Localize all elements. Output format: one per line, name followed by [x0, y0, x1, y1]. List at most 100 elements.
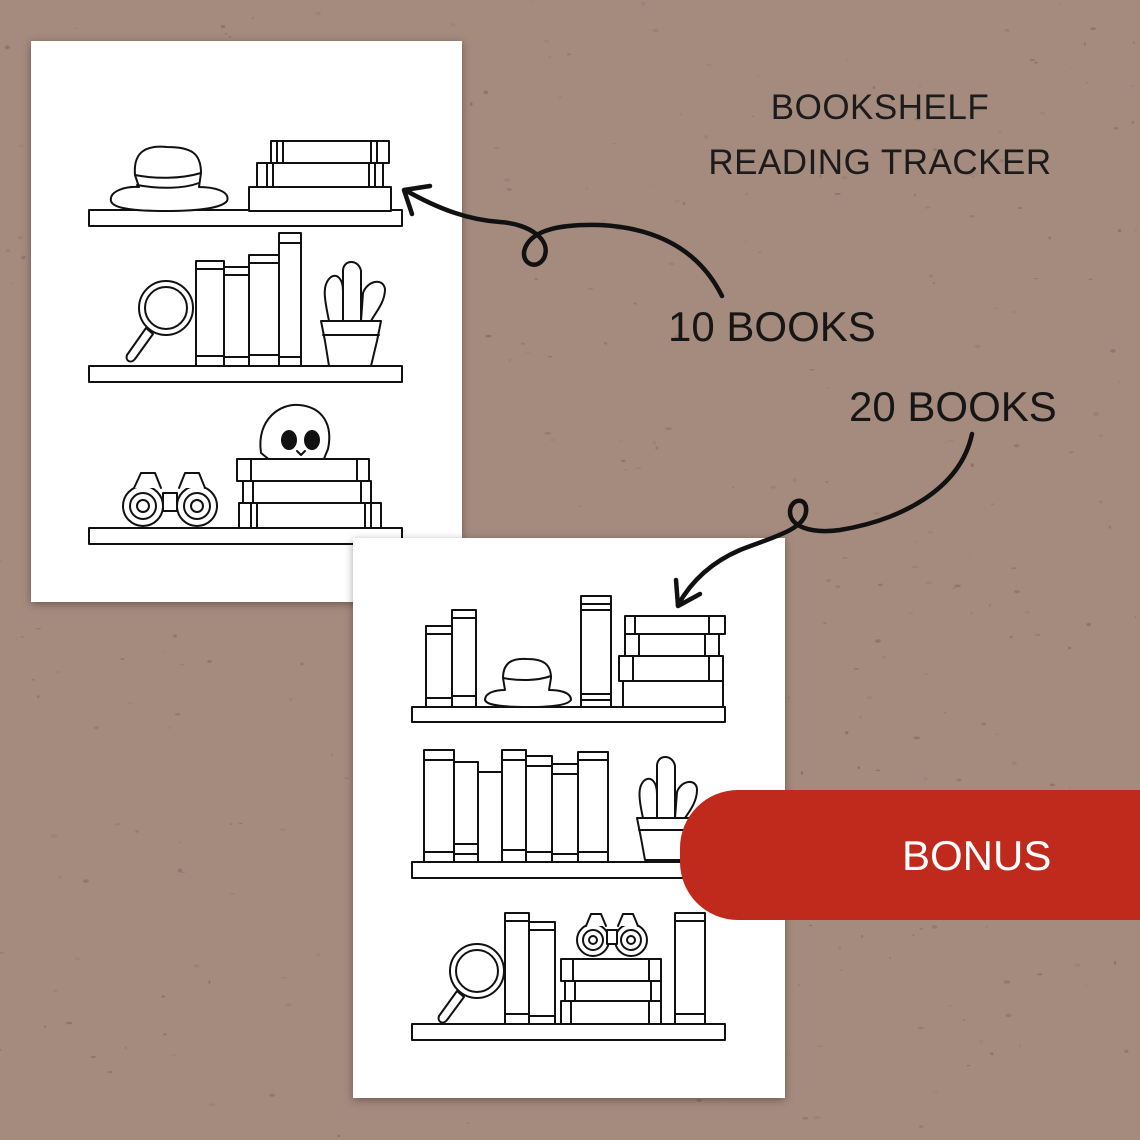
speckle: [171, 1054, 176, 1056]
speckle: [985, 162, 991, 165]
speckle: [1086, 622, 1092, 627]
speckle: [929, 508, 932, 510]
speckle: [956, 778, 962, 782]
book-row-icon: [195, 232, 302, 367]
speckle: [706, 64, 711, 66]
speckle: [285, 1003, 292, 1007]
cactus-icon: [320, 261, 386, 367]
speckle: [674, 334, 681, 339]
binoculars-icon: [576, 913, 648, 957]
speckle: [882, 655, 886, 659]
speckle: [859, 715, 863, 719]
speckle: [94, 726, 99, 730]
speckle: [1085, 985, 1088, 987]
speckle: [914, 540, 917, 544]
speckle: [866, 696, 873, 700]
speckle: [179, 663, 185, 666]
speckle: [229, 823, 233, 825]
speckle: [1068, 646, 1072, 650]
speckle: [224, 32, 228, 36]
speckle: [32, 678, 35, 681]
speckle: [792, 478, 797, 482]
speckle: [164, 651, 167, 654]
speckle: [947, 439, 955, 442]
speckle: [1113, 961, 1117, 965]
skull-icon: [259, 403, 331, 462]
speckle: [344, 777, 350, 779]
speckle: [1074, 963, 1081, 967]
hat-icon: [484, 657, 572, 708]
speckle: [1039, 111, 1046, 115]
speckle: [785, 515, 793, 518]
speckle: [926, 581, 933, 585]
tracker-page-10-books: [31, 41, 462, 602]
shelf: [411, 1023, 726, 1041]
speckle: [1029, 59, 1035, 62]
speckle: [922, 673, 929, 676]
speckle: [124, 1046, 127, 1050]
speckle: [504, 178, 511, 182]
speckle: [1034, 61, 1038, 64]
speckle: [1131, 84, 1135, 87]
speckle: [817, 1045, 823, 1047]
speckle: [1134, 615, 1137, 619]
speckle: [161, 995, 165, 998]
speckle: [841, 175, 848, 180]
speckle: [120, 658, 125, 660]
speckle: [933, 148, 937, 152]
speckle: [603, 341, 608, 345]
speckle: [990, 1052, 994, 1056]
speckle: [808, 924, 813, 927]
speckle: [66, 1021, 73, 1025]
speckle: [758, 251, 762, 254]
speckle: [239, 822, 243, 825]
speckle: [990, 503, 995, 506]
speckle: [1037, 973, 1043, 976]
speckle: [819, 174, 822, 178]
speckle: [173, 634, 178, 638]
speckle: [954, 584, 961, 588]
speckle: [204, 739, 206, 741]
speckle: [544, 432, 552, 435]
speckle: [548, 56, 552, 59]
speckle: [912, 934, 915, 937]
speckle: [652, 28, 659, 32]
speckle: [970, 612, 973, 614]
speckle: [36, 695, 40, 699]
speckle: [966, 1064, 971, 1067]
speckle: [1049, 783, 1055, 787]
speckle: [587, 288, 594, 290]
speckle: [798, 983, 801, 987]
speckle: [1034, 634, 1041, 636]
speckle: [508, 358, 512, 362]
speckle: [633, 302, 637, 305]
speckle: [466, 1122, 470, 1124]
speckle: [549, 438, 556, 442]
speckle: [770, 485, 776, 489]
speckle: [680, 112, 683, 116]
speckle: [969, 215, 975, 218]
speckle: [665, 427, 672, 431]
speckle: [530, 0, 533, 2]
speckle: [914, 193, 917, 197]
speckle: [17, 236, 23, 240]
speckle: [624, 469, 627, 471]
speckle: [207, 660, 212, 664]
speckle: [652, 441, 656, 445]
speckle: [974, 344, 981, 349]
speckle: [1110, 349, 1116, 353]
speckle: [74, 957, 80, 961]
speckle: [1068, 787, 1071, 790]
speckle: [928, 109, 930, 111]
speckle: [995, 733, 999, 736]
speckle: [834, 192, 841, 195]
speckle: [611, 142, 617, 145]
speckle: [918, 84, 922, 87]
speckle: [981, 722, 987, 726]
speckle: [826, 579, 831, 582]
speckle: [872, 85, 876, 90]
speckle: [1083, 42, 1086, 46]
speckle: [521, 342, 525, 345]
speckle: [450, 22, 456, 27]
speckle: [90, 1056, 97, 1058]
